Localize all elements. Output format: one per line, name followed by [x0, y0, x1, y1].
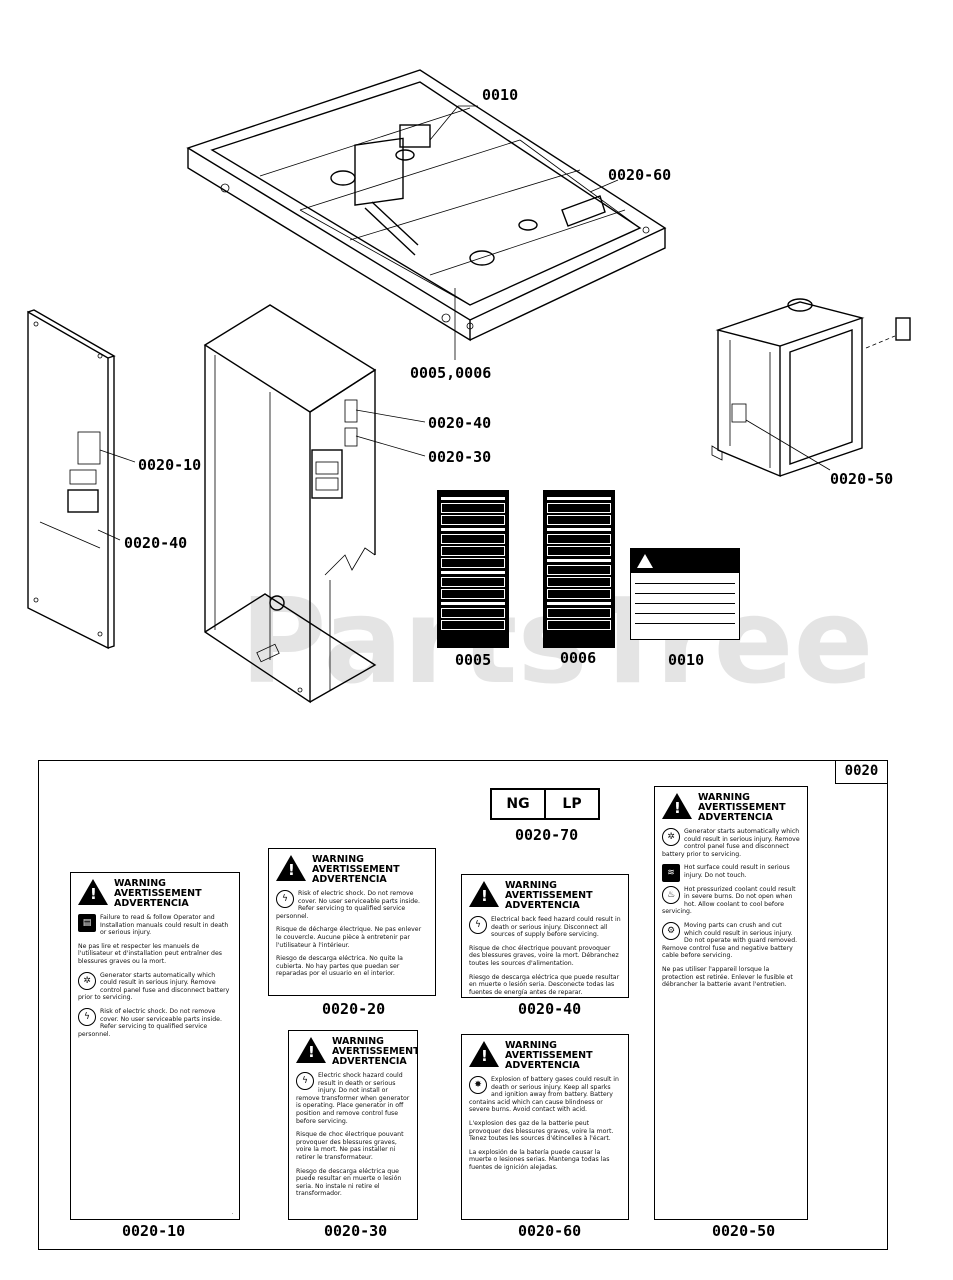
callout-0020-50: 0020-50: [830, 470, 893, 488]
label-0020-50: 0020-50: [712, 1222, 776, 1240]
left-side-panel: [27, 309, 136, 650]
fuel-lp: LP: [544, 790, 598, 818]
notice-decal-0005: [437, 490, 509, 648]
label-0020-70: 0020-70: [515, 826, 579, 844]
electric-shock-icon: ϟ: [469, 916, 487, 934]
label-0010: 0010: [668, 651, 704, 669]
fuel-type-decal: NG LP: [490, 788, 600, 820]
label-0020-30: 0020-30: [324, 1222, 388, 1240]
hot-coolant-icon: ♨: [662, 885, 680, 904]
label-0020-60: 0020-60: [518, 1222, 582, 1240]
radiator-assembly: [711, 298, 911, 478]
electric-shock-icon: ϟ: [276, 890, 294, 908]
manual-icon: ▤: [78, 914, 96, 932]
label-0020-20: 0020-20: [322, 1000, 386, 1018]
electric-shock-icon: ϟ: [296, 1072, 314, 1090]
callout-0010-frame: 0010: [482, 86, 518, 104]
decal-kit-frame: [38, 760, 888, 1250]
callout-0005-0006: 0005,0006: [410, 364, 491, 382]
battery-explosion-icon: ✸: [469, 1076, 487, 1094]
notice-decal-0010: [630, 548, 740, 640]
warning-triangle-icon: [662, 793, 692, 819]
label-0006: 0006: [560, 649, 596, 667]
callout-0020-40-enclosure: 0020-40: [428, 414, 491, 432]
electric-shock-icon: ϟ: [78, 1007, 96, 1026]
callout-0020-30-enclosure: 0020-30: [428, 448, 491, 466]
base-frame: [186, 69, 667, 360]
fuel-ng: NG: [506, 796, 530, 812]
transfer-switch-enclosure: [203, 304, 426, 704]
callout-0020-10: 0020-10: [138, 456, 201, 474]
rotating-fan-icon: ✲: [662, 828, 680, 846]
warning-triangle-icon: [78, 879, 108, 905]
notice-decal-0006: [543, 490, 615, 648]
label-0020-10: 0020-10: [122, 1222, 186, 1240]
decal-kit-tag: 0020: [835, 760, 888, 784]
callout-0020-40-left: 0020-40: [124, 534, 187, 552]
warning-triangle-icon: [469, 881, 499, 907]
warning-triangle-icon: [296, 1037, 326, 1063]
warning-triangle-icon: [469, 1041, 499, 1067]
warning-triangle-icon: [276, 855, 306, 881]
label-0005: 0005: [455, 651, 491, 669]
moving-parts-icon: ⚙: [662, 921, 680, 940]
hot-surface-icon: ≋: [662, 864, 680, 883]
label-0020-40: 0020-40: [518, 1000, 582, 1018]
callout-0020-60: 0020-60: [608, 166, 671, 184]
rotating-fan-icon: ✲: [78, 971, 96, 990]
